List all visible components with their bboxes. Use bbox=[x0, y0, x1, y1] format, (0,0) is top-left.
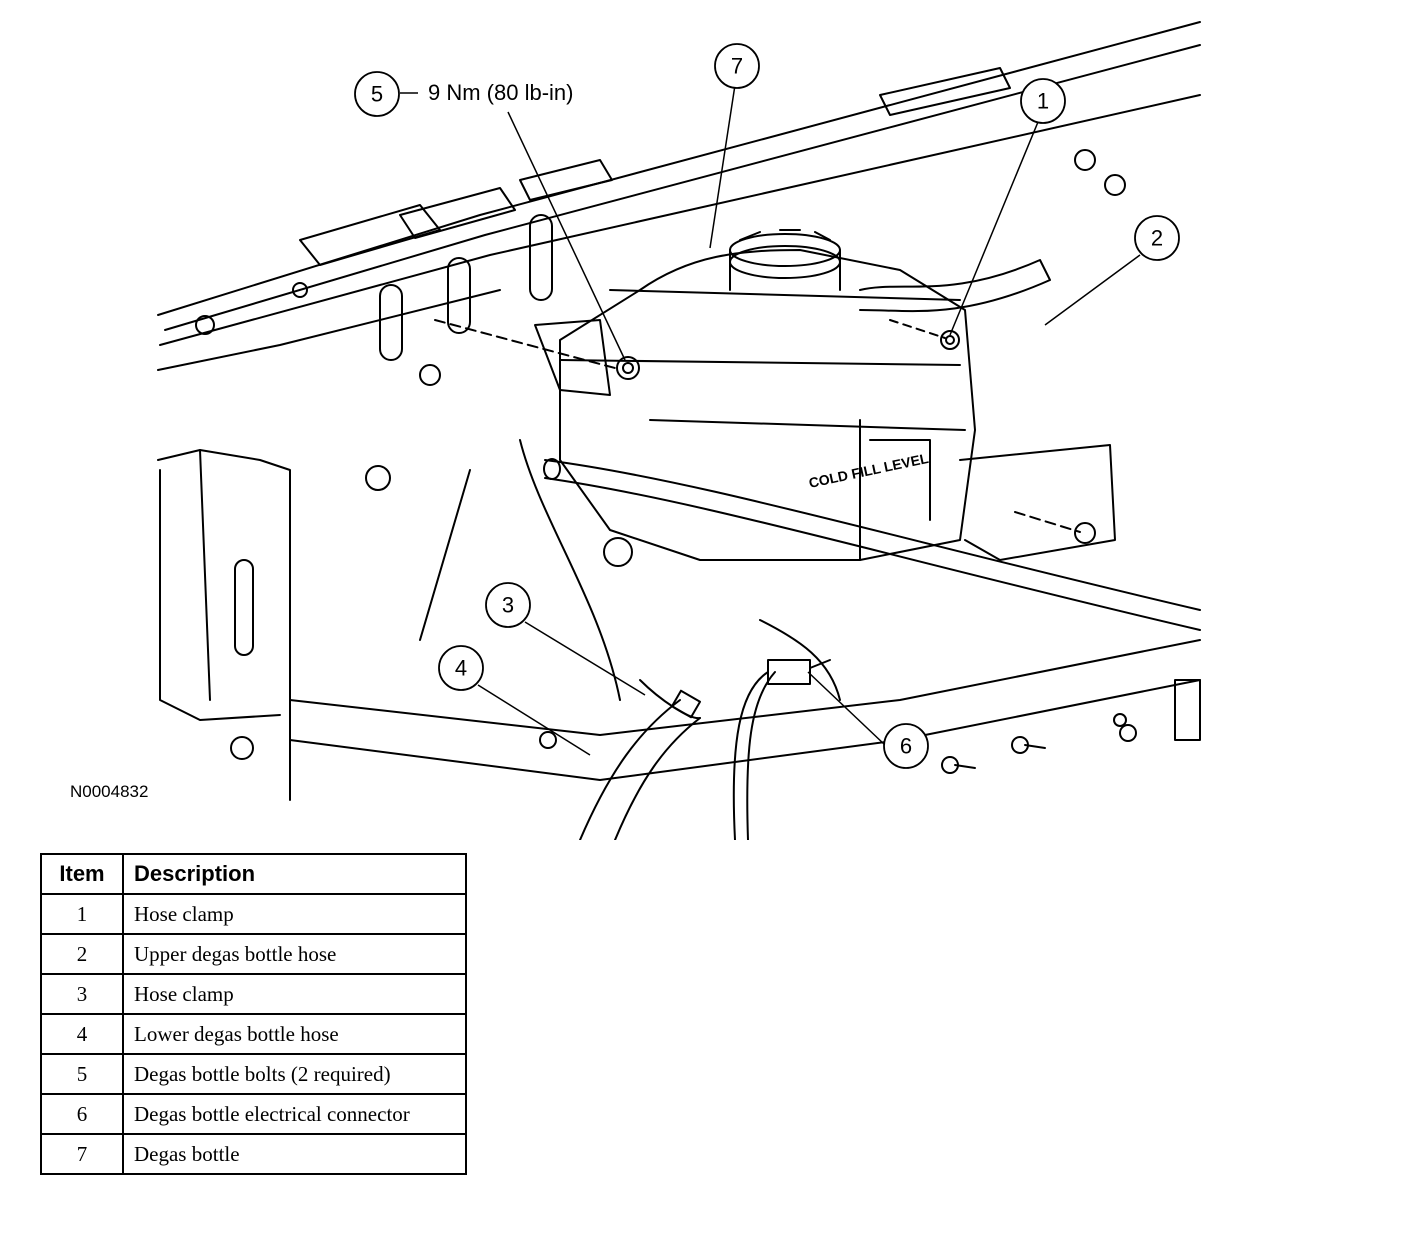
table-row: 2 Upper degas bottle hose bbox=[40, 933, 467, 975]
item-number: 6 bbox=[40, 1093, 124, 1135]
item-number: 4 bbox=[40, 1013, 124, 1055]
item-description: Hose clamp bbox=[122, 893, 467, 935]
table-row: 1 Hose clamp bbox=[40, 893, 467, 935]
callout-circle-5 bbox=[354, 71, 400, 117]
table-row: 5 Degas bottle bolts (2 required) bbox=[40, 1053, 467, 1095]
callout-circle-4 bbox=[438, 645, 484, 691]
callout-circle-2 bbox=[1134, 215, 1180, 261]
table-row: 6 Degas bottle electrical connector bbox=[40, 1093, 467, 1135]
item-number: 2 bbox=[40, 933, 124, 975]
callout-number-4: 4 bbox=[455, 656, 467, 681]
item-description: Degas bottle electrical connector bbox=[122, 1093, 467, 1135]
item-description: Lower degas bottle hose bbox=[122, 1013, 467, 1055]
table-row: 4 Lower degas bottle hose bbox=[40, 1013, 467, 1055]
legend-table: Item Description 1 Hose clamp 2 Upper de… bbox=[40, 853, 467, 1175]
item-number: 3 bbox=[40, 973, 124, 1015]
table-header-row: Item Description bbox=[40, 853, 467, 895]
column-header-item: Item bbox=[40, 853, 124, 895]
column-header-description: Description bbox=[122, 853, 467, 895]
table-row: 7 Degas bottle bbox=[40, 1133, 467, 1175]
callout-circle-6 bbox=[883, 723, 929, 769]
cold-fill-level-marking: COLD FILL LEVEL bbox=[807, 450, 930, 491]
callout-number-7: 7 bbox=[731, 54, 743, 79]
table-row: 3 Hose clamp bbox=[40, 973, 467, 1015]
item-description: Degas bottle bbox=[122, 1133, 467, 1175]
item-number: 5 bbox=[40, 1053, 124, 1095]
callout-number-5: 5 bbox=[371, 82, 383, 107]
callout-circle-3 bbox=[485, 582, 531, 628]
callout-number-3: 3 bbox=[502, 593, 514, 618]
engine-bay-illustration: COLD FILL LEVEL 1 2 3 4 5 6 7 9 Nm (80 l… bbox=[70, 21, 1201, 840]
item-description: Degas bottle bolts (2 required) bbox=[122, 1053, 467, 1095]
drawing-id: N0004832 bbox=[70, 782, 148, 801]
callout-number-1: 1 bbox=[1037, 89, 1049, 114]
callout-number-2: 2 bbox=[1151, 226, 1163, 251]
item-number: 1 bbox=[40, 893, 124, 935]
callout-circle-7 bbox=[714, 43, 760, 89]
callout-number-6: 6 bbox=[900, 734, 912, 759]
callout-circle-1 bbox=[1020, 78, 1066, 124]
item-number: 7 bbox=[40, 1133, 124, 1175]
torque-spec-label: 9 Nm (80 lb-in) bbox=[428, 80, 573, 105]
item-description: Hose clamp bbox=[122, 973, 467, 1015]
item-description: Upper degas bottle hose bbox=[122, 933, 467, 975]
